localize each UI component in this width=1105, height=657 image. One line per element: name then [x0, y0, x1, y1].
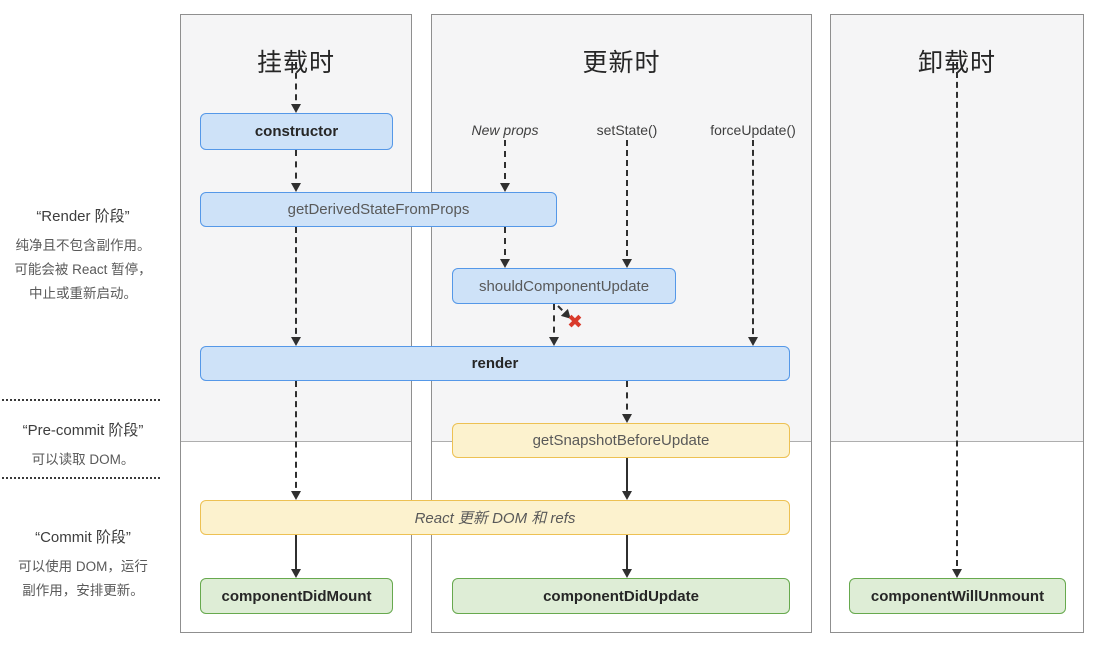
node-should-component-update: shouldComponentUpdate [452, 268, 676, 304]
node-render: render [200, 346, 790, 381]
phase-render-desc-2: 可能会被 React 暂停， [14, 262, 152, 277]
arrow-constructor-to-gdsfp [291, 150, 301, 192]
phase-commit-desc-1: 可以使用 DOM，运行 [18, 559, 148, 574]
node-component-will-unmount: componentWillUnmount [849, 578, 1066, 614]
arrowhead [500, 259, 510, 268]
arrowhead [622, 491, 632, 500]
arrowhead [291, 183, 301, 192]
arrow-unmount-to-cwu [952, 62, 962, 578]
arrow-new-props-to-gdsfp [500, 140, 510, 192]
arrowhead [291, 104, 301, 113]
phase-precommit: “Pre-commit 阶段” 可以读取 DOM。 [0, 419, 166, 472]
node-get-derived-state-from-props: getDerivedStateFromProps [200, 192, 557, 227]
arrow-render-to-gsbu [622, 381, 632, 423]
phase-render-title: “Render 阶段” [36, 208, 130, 225]
trigger-force-update: forceUpdate() [710, 122, 796, 138]
arrowhead [952, 569, 962, 578]
phase-precommit-desc-1: 可以读取 DOM。 [31, 452, 135, 467]
node-constructor: constructor [200, 113, 393, 150]
arrow-react-dom-to-cdm [291, 535, 301, 578]
phase-precommit-title: “Pre-commit 阶段” [22, 422, 144, 439]
arrowhead [291, 491, 301, 500]
arrowhead [549, 337, 559, 346]
arrow-mount-to-constructor [291, 62, 301, 113]
phase-divider-top [2, 399, 160, 401]
arrow-gdsfp-to-render [291, 227, 301, 346]
node-component-did-mount: componentDidMount [200, 578, 393, 614]
phase-commit-desc-2: 副作用，安排更新。 [22, 583, 144, 598]
update-cancelled-icon: ✖ [567, 312, 583, 333]
phase-commit: “Commit 阶段” 可以使用 DOM，运行 副作用，安排更新。 [0, 526, 166, 603]
arrowhead [622, 259, 632, 268]
trigger-new-props: New props [471, 122, 539, 138]
column-update-title: 更新时 [582, 49, 661, 77]
phase-render: “Render 阶段” 纯净且不包含副作用。 可能会被 React 暂停， 中止… [0, 205, 166, 306]
arrowhead [622, 569, 632, 578]
arrowhead [622, 414, 632, 423]
node-get-snapshot-before-update: getSnapshotBeforeUpdate [452, 423, 790, 458]
arrow-scu-to-render [549, 304, 559, 346]
column-update: 更新时 [431, 14, 812, 633]
phase-render-desc-3: 中止或重新启动。 [29, 286, 137, 301]
arrow-gsbu-to-react-dom [622, 458, 632, 500]
arrow-react-dom-to-cdu [622, 535, 632, 578]
node-component-did-update: componentDidUpdate [452, 578, 790, 614]
arrowhead [748, 337, 758, 346]
arrowhead [291, 337, 301, 346]
arrow-gdsfp-to-scu [500, 227, 510, 268]
trigger-set-state: setState() [596, 122, 658, 138]
arrow-set-state-to-scu [622, 140, 632, 268]
phase-divider-bottom [2, 477, 160, 479]
arrow-render-to-react-dom-mount [291, 381, 301, 500]
phase-render-desc-1: 纯净且不包含副作用。 [15, 238, 151, 253]
arrowhead [291, 569, 301, 578]
arrowhead [500, 183, 510, 192]
phase-commit-title: “Commit 阶段” [35, 529, 131, 546]
node-react-updates-dom: React 更新 DOM 和 refs [200, 500, 790, 535]
arrow-force-update-to-render [748, 140, 758, 346]
